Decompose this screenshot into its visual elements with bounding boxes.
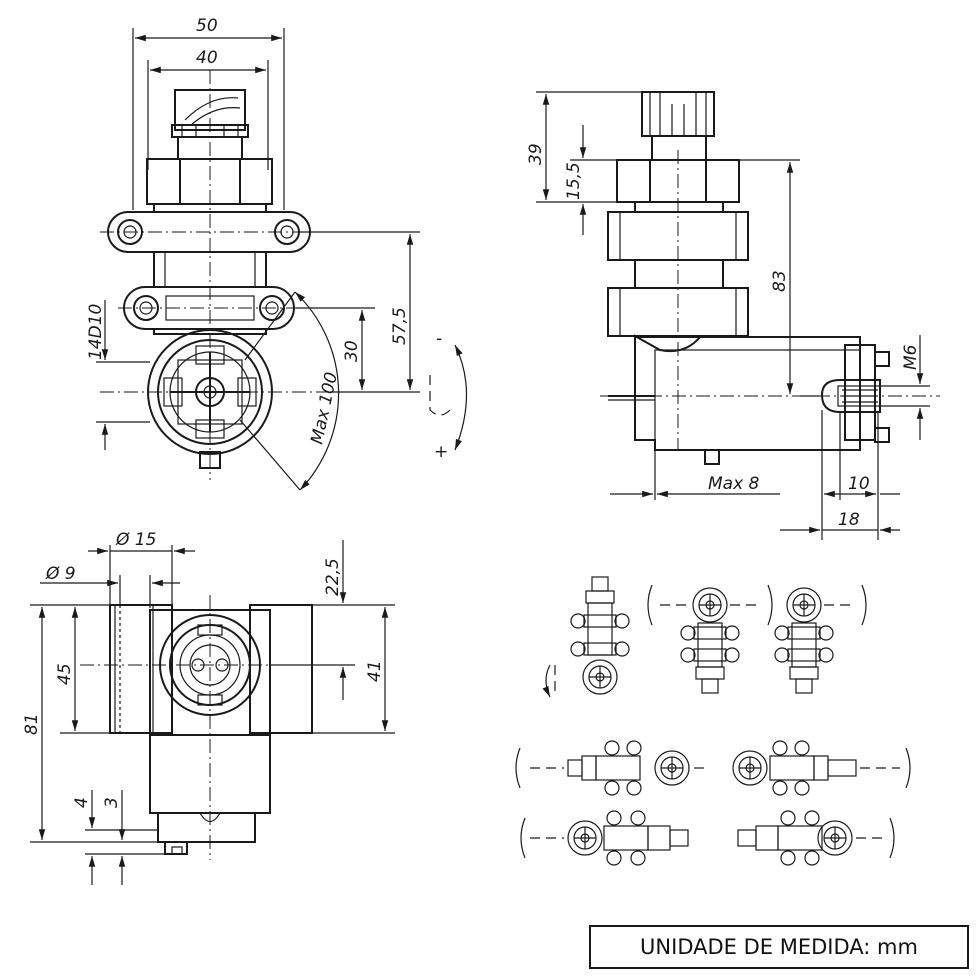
- dim-height-83: 83: [770, 270, 790, 292]
- polarity-plus: +: [434, 442, 448, 462]
- dim-len-41: 41: [365, 660, 385, 682]
- dim-thread-m6: M6: [901, 344, 921, 370]
- mount-position-2: [647, 584, 773, 694]
- mount-position-3: [774, 584, 867, 694]
- dim-len-45: 45: [55, 663, 75, 685]
- mount-position-6: [520, 810, 689, 866]
- dim-height-15-5: 15,5: [564, 162, 584, 200]
- dim-dia-15: Ø 15: [115, 530, 156, 550]
- dim-width-40: 40: [196, 48, 218, 68]
- dim-len-10: 10: [848, 474, 870, 494]
- unit-label: UNIDADE DE MEDIDA: mm: [589, 925, 969, 969]
- dim-max-8: Max 8: [708, 474, 760, 494]
- dim-dia-9: Ø 9: [45, 564, 76, 584]
- dim-len-18: 18: [838, 510, 860, 530]
- mount-position-7: [737, 810, 895, 866]
- dim-radius-max-100: Max 100: [307, 370, 342, 446]
- dim-len-22-5: 22,5: [323, 558, 343, 596]
- dim-height-30: 30: [342, 340, 362, 362]
- mount-position-5: [732, 740, 911, 796]
- mount-position-1: [542, 576, 630, 698]
- dim-width-50: 50: [196, 16, 218, 36]
- front-view: 50 40 14D10 30 57,5 Max 100 - +: [86, 16, 468, 491]
- dim-hole-14d10: 14D10: [86, 304, 106, 360]
- dim-len-3: 3: [102, 797, 122, 808]
- dim-len-4: 4: [72, 797, 92, 808]
- polarity-minus: -: [436, 329, 442, 349]
- side-view: 39 15,5 83 M6 Max 8 10 18: [526, 91, 940, 540]
- dim-len-81: 81: [22, 713, 42, 735]
- bottom-view: Ø 15 Ø 9 22,5 41 45 81 4 3: [22, 530, 395, 885]
- dim-height-39: 39: [526, 143, 546, 165]
- mount-position-4: [515, 740, 710, 796]
- dim-height-57-5: 57,5: [390, 307, 410, 345]
- mounting-positions: [515, 576, 911, 866]
